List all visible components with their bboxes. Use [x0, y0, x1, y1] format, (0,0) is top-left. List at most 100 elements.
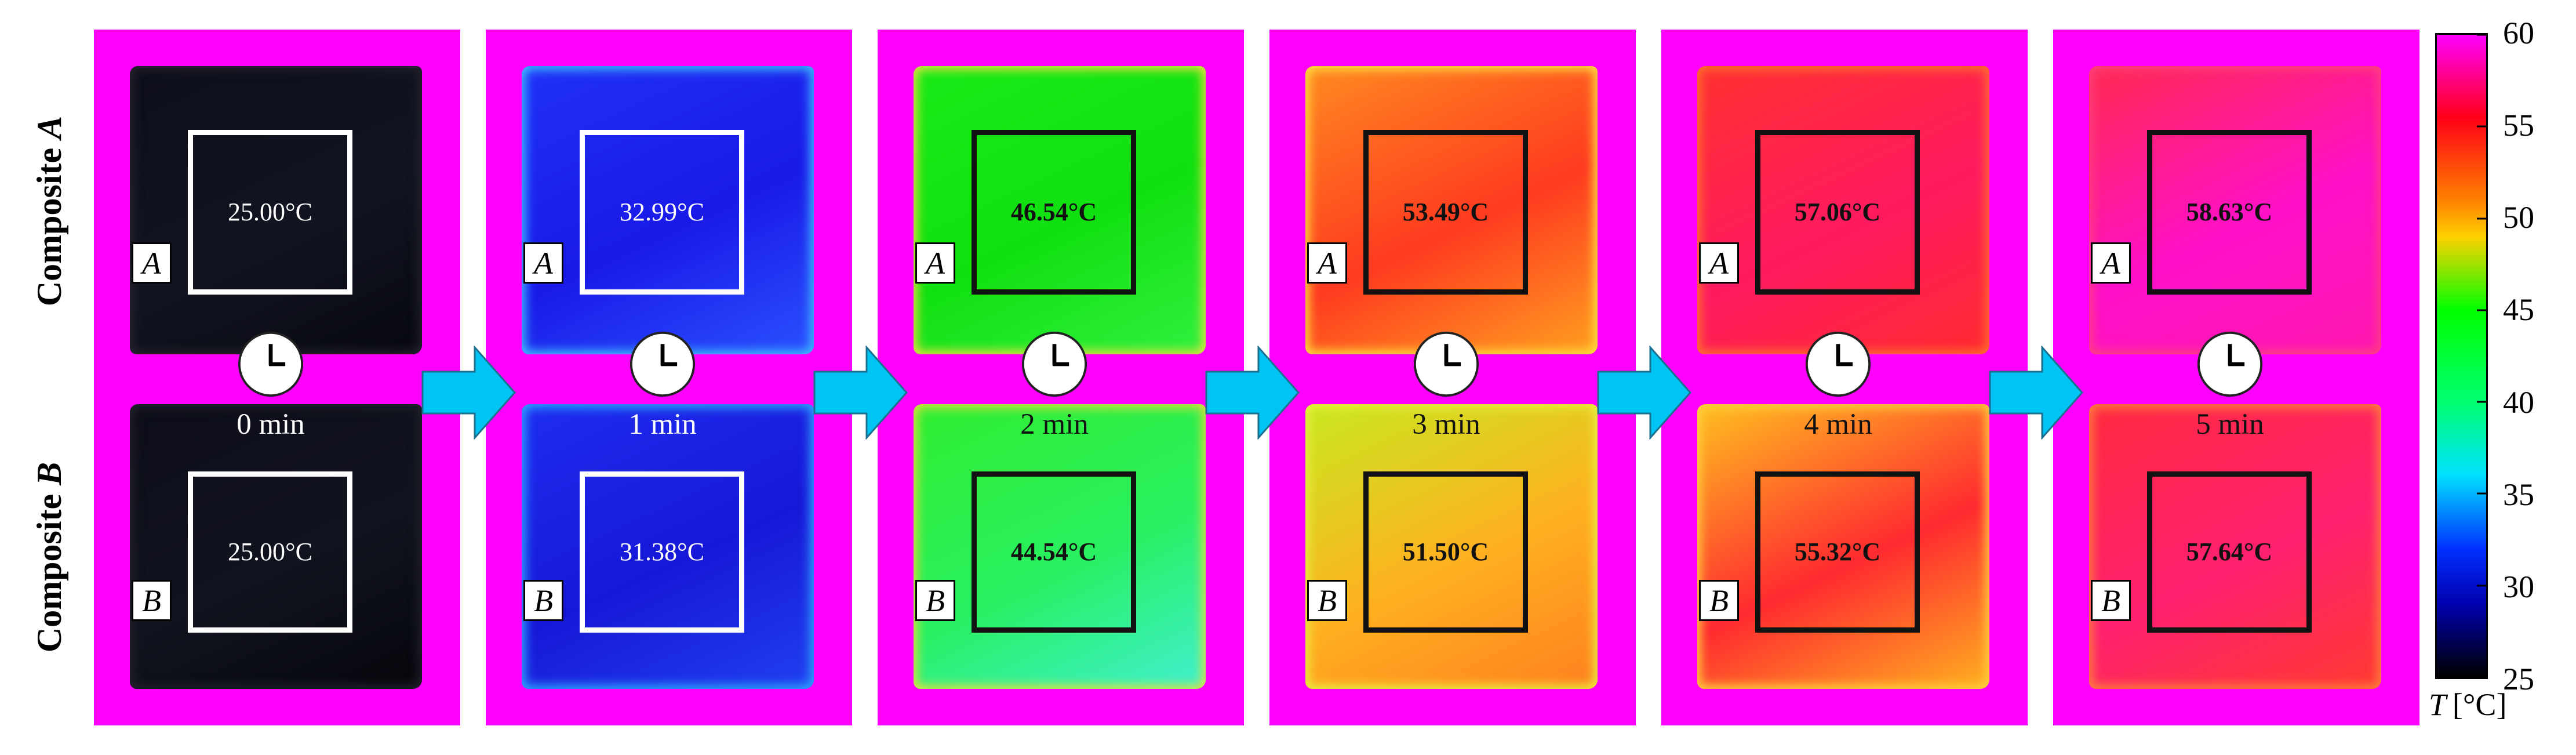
- sample-tag: A: [915, 242, 955, 284]
- sample-tag: B: [523, 580, 563, 621]
- arrow-right-icon: [813, 345, 908, 440]
- sample-tag: B: [2091, 580, 2131, 621]
- clock-icon: [237, 331, 304, 398]
- time-label: 1 min: [628, 408, 697, 441]
- sample-tag: B: [1699, 580, 1739, 621]
- clock-icon: [1804, 331, 1872, 398]
- sample-patch-composite-a: [1305, 66, 1598, 354]
- clock-icon: [629, 331, 696, 398]
- sample-tag: B: [1307, 580, 1347, 621]
- sample-patch-composite-b: [130, 404, 422, 689]
- temperature-reading: 57.06°C: [1794, 198, 1881, 226]
- colorbar-tick-label: 30: [2503, 569, 2534, 604]
- sample-tag: A: [523, 242, 563, 284]
- colorbar-tick: [2477, 401, 2486, 403]
- colorbar-caption-unit: [°C]: [2452, 687, 2507, 722]
- temperature-reading: 25.00°C: [228, 198, 312, 226]
- colorbar-tick: [2477, 125, 2486, 128]
- measurement-box: 25.00°C: [188, 471, 352, 633]
- time-label: 2 min: [1020, 408, 1089, 441]
- arrow-right-icon: [1205, 345, 1300, 440]
- row-label-letter: A: [30, 115, 68, 139]
- thermal-panel: 58.63°C A 57.64°C B 5 min: [2053, 30, 2419, 725]
- arrow-shape: [421, 345, 516, 440]
- colorbar-tick-label: 40: [2503, 384, 2534, 420]
- colorbar-tick: [2477, 217, 2486, 220]
- sample-tag: A: [1699, 242, 1739, 284]
- colorbar-tick-label: 35: [2503, 477, 2534, 512]
- thermal-panel: 57.06°C A 55.32°C B 4 min: [1661, 30, 2028, 725]
- sample-patch-composite-b: [1697, 404, 1989, 689]
- time-label: 0 min: [237, 408, 305, 441]
- measurement-box: 53.49°C: [1363, 130, 1528, 295]
- temperature-reading: 51.50°C: [1402, 538, 1489, 566]
- row-label-composite-a: Composite A: [30, 115, 68, 307]
- measurement-box: 51.50°C: [1363, 471, 1528, 633]
- thermal-panel: 46.54°C A 44.54°C B 2 min: [878, 30, 1244, 725]
- sample-patch-composite-a: [1697, 66, 1989, 354]
- measurement-box: 31.38°C: [580, 471, 744, 633]
- colorbar-caption: T[°C]: [2429, 689, 2506, 720]
- colorbar-tick-label: 50: [2503, 200, 2534, 235]
- colorbar-tick-label: 60: [2503, 16, 2534, 50]
- clock-icon: [1021, 331, 1088, 398]
- sample-tag: B: [132, 580, 172, 621]
- sample-patch-composite-a: [2089, 66, 2381, 354]
- sample-tag: A: [2091, 242, 2131, 284]
- clock-icon: [1413, 331, 1480, 398]
- temperature-reading: 55.32°C: [1794, 538, 1881, 566]
- measurement-box: 25.00°C: [188, 130, 352, 295]
- sample-tag: A: [1307, 242, 1347, 284]
- measurement-box: 46.54°C: [972, 130, 1136, 295]
- temperature-reading: 31.38°C: [620, 538, 704, 566]
- colorbar-tick-label: 45: [2503, 292, 2534, 328]
- time-label: 4 min: [1804, 408, 1872, 441]
- arrow-right-icon: [421, 345, 516, 440]
- temperature-reading: 46.54°C: [1010, 198, 1097, 226]
- sample-patch-composite-a: [522, 66, 814, 354]
- measurement-box: 44.54°C: [972, 471, 1136, 633]
- temperature-reading: 57.64°C: [2186, 538, 2273, 566]
- row-label-letter: B: [30, 462, 68, 485]
- temperature-reading: 25.00°C: [228, 538, 312, 566]
- measurement-box: 57.64°C: [2147, 471, 2312, 633]
- temperature-reading: 58.63°C: [2186, 198, 2273, 226]
- measurement-box: 57.06°C: [1755, 130, 1920, 295]
- sample-patch-composite-a: [130, 66, 422, 354]
- sample-patch-composite-a: [914, 66, 1206, 354]
- sample-patch-composite-b: [2089, 404, 2381, 689]
- time-label: 5 min: [2196, 408, 2264, 441]
- time-label: 3 min: [1412, 408, 1480, 441]
- colorbar-tick: [2477, 309, 2486, 311]
- arrow-shape: [1989, 345, 2084, 440]
- arrow-right-icon: [1597, 345, 1692, 440]
- thermal-panel: 32.99°C A 31.38°C B 1 min: [486, 30, 852, 725]
- arrow-shape: [1205, 345, 1300, 440]
- measurement-box: 32.99°C: [580, 130, 744, 295]
- clock-icon: [2196, 331, 2264, 398]
- sample-tag: A: [132, 242, 172, 284]
- arrow-shape: [813, 345, 908, 440]
- sample-tag: B: [915, 580, 955, 621]
- measurement-box: 55.32°C: [1755, 471, 1920, 633]
- temperature-reading: 32.99°C: [620, 198, 704, 226]
- arrow-shape: [1597, 345, 1692, 440]
- colorbar-tick: [2477, 585, 2486, 587]
- colorbar-tick: [2477, 676, 2486, 678]
- sample-patch-composite-b: [1305, 404, 1598, 689]
- measurement-box: 58.63°C: [2147, 130, 2312, 295]
- thermal-panel: 25.00°C A 25.00°C B 0 min: [94, 30, 460, 725]
- colorbar-caption-symbol: T: [2429, 687, 2447, 722]
- row-label-text: Composite: [30, 147, 68, 307]
- temperature-reading: 44.54°C: [1010, 538, 1097, 566]
- thermal-panel: 53.49°C A 51.50°C B 3 min: [1269, 30, 1636, 725]
- arrow-right-icon: [1989, 345, 2084, 440]
- colorbar: [2435, 33, 2488, 679]
- colorbar-tick: [2477, 492, 2486, 495]
- row-label-text: Composite: [30, 493, 68, 653]
- row-label-composite-b: Composite B: [30, 462, 68, 653]
- temperature-reading: 53.49°C: [1402, 198, 1489, 226]
- colorbar-tick-label: 25: [2503, 662, 2534, 696]
- sample-patch-composite-b: [522, 404, 814, 689]
